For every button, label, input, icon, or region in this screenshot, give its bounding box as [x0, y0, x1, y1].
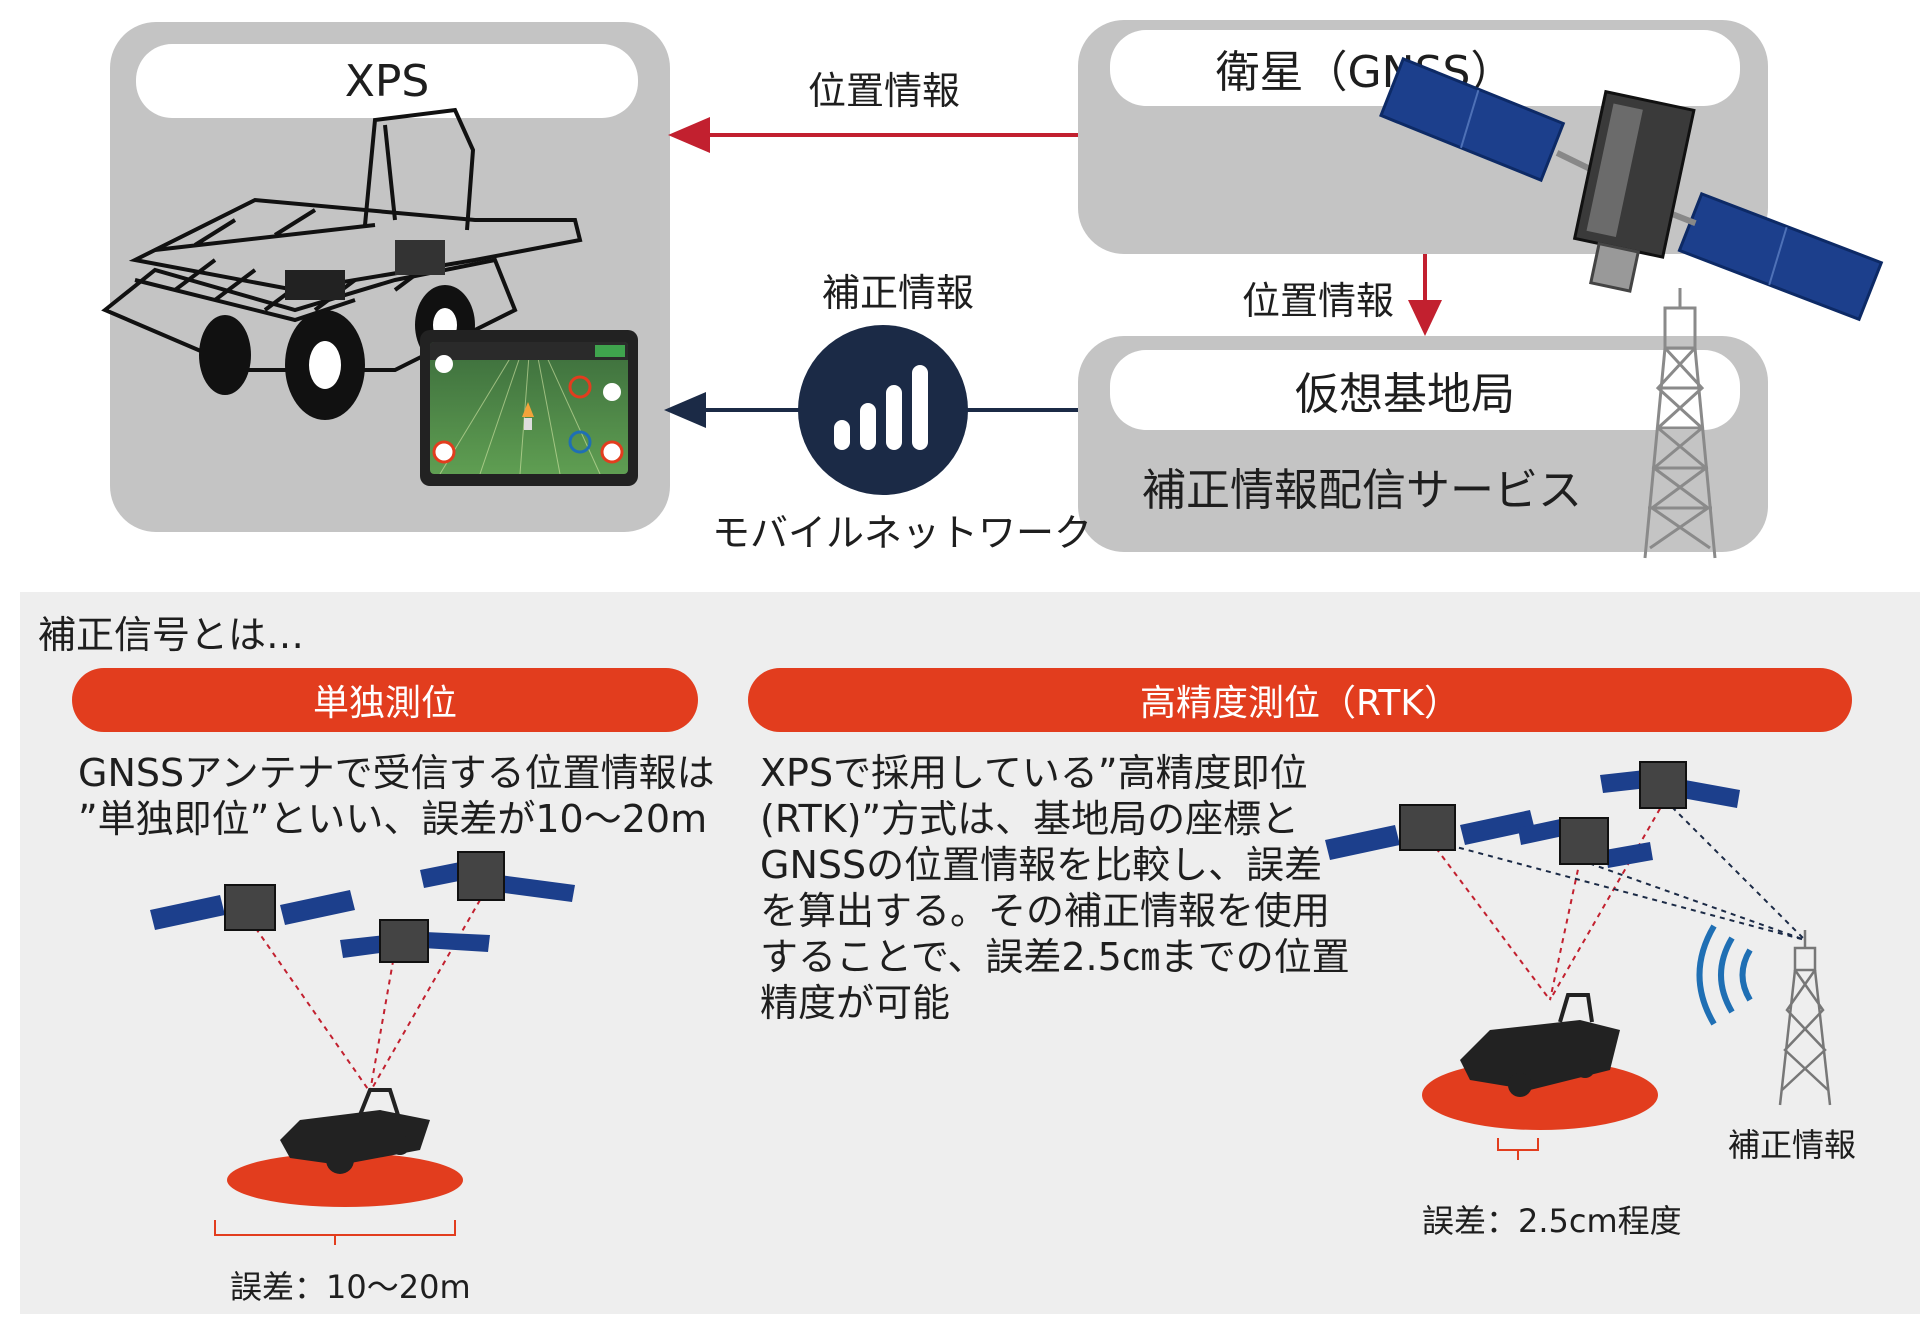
rtk-error-bracket: [1498, 1138, 1538, 1160]
single-positioning-illustration: [140, 840, 600, 1240]
position-label-top: 位置情報: [808, 60, 960, 115]
satellite-small-2: [340, 920, 490, 962]
position-label-right: 位置情報: [1242, 270, 1394, 325]
rtk-description-line3: GNSSの位置情報を比較し、誤差: [760, 842, 1350, 888]
rtk-title-pill: 高精度測位（RTK）: [748, 668, 1852, 732]
rtk-satellite-2: [1518, 818, 1653, 868]
single-positioning-title: 単独測位: [313, 674, 457, 726]
rtk-title: 高精度測位（RTK）: [1140, 674, 1460, 726]
satellite-small-3: [420, 852, 575, 902]
rtk-description-line6: 精度が可能: [760, 980, 1350, 1026]
rtk-description-line4: を算出する。その補正情報を使用: [760, 888, 1350, 934]
down-arrow-head: [1408, 300, 1442, 336]
rtk-description-line5: することで、誤差2.5㎝までの位置: [760, 934, 1350, 980]
single-description-line2: ”単独即位”といい、誤差が10～20m: [78, 796, 715, 842]
mobile-network-label: モバイルネットワーク: [712, 502, 1092, 557]
correction-arrow-head: [664, 392, 706, 428]
rtk-error-label: 誤差：2.5cm程度: [1422, 1196, 1682, 1242]
section-heading: 補正信号とは…: [38, 604, 304, 659]
rtk-description-line1: XPSで採用している”高精度即位: [760, 750, 1350, 796]
single-positioning-title-pill: 単独測位: [72, 668, 698, 732]
position-arrow-head: [668, 117, 710, 153]
correction-label: 補正情報: [822, 262, 974, 317]
satellite-small-1: [150, 885, 355, 930]
single-error-label: 誤差：10～20m: [230, 1262, 471, 1308]
rtk-description-line2: (RTK)”方式は、基地局の座標と: [760, 796, 1350, 842]
single-description: GNSSアンテナで受信する位置情報は ”単独即位”といい、誤差が10～20m: [78, 750, 715, 842]
rtk-description: XPSで採用している”高精度即位 (RTK)”方式は、基地局の座標と GNSSの…: [760, 750, 1350, 1026]
signal-bars-icon: [798, 325, 968, 495]
rtk-satellite-1: [1325, 805, 1535, 860]
single-description-line1: GNSSアンテナで受信する位置情報は: [78, 750, 715, 796]
signal-bars: [798, 325, 968, 495]
rtk-correction-label: 補正情報: [1728, 1120, 1856, 1166]
rtk-satellite-3: [1600, 762, 1740, 808]
rtk-tower: [1780, 930, 1830, 1105]
rtk-radio-waves: [1700, 926, 1751, 1024]
rtk-illustration: [1320, 750, 1840, 1180]
